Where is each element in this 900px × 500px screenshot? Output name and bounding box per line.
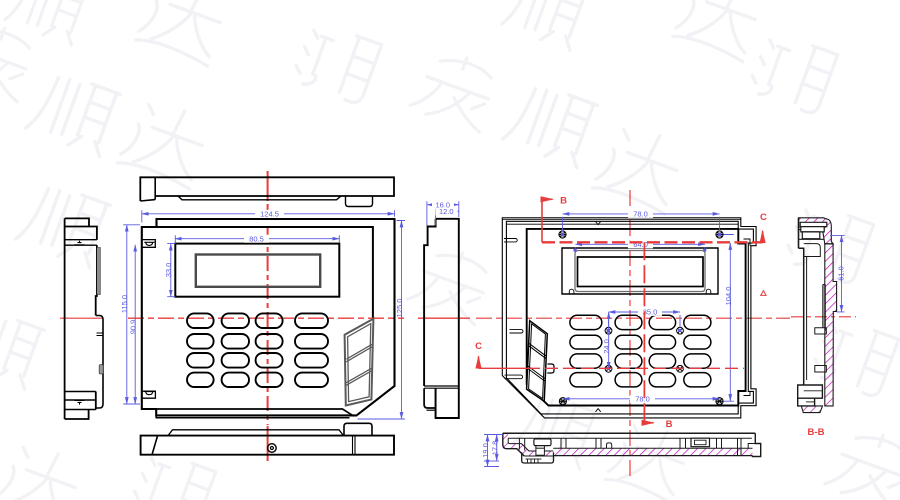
svg-text:124.5: 124.5 xyxy=(260,209,279,218)
svg-text:115.0: 115.0 xyxy=(120,295,129,313)
svg-text:C: C xyxy=(475,341,482,352)
svg-text:B: B xyxy=(666,419,673,430)
svg-text:80.5: 80.5 xyxy=(249,234,264,243)
svg-text:61.0: 61.0 xyxy=(836,266,845,281)
svg-text:B-B: B-B xyxy=(808,427,825,438)
svg-text:78.0: 78.0 xyxy=(635,395,650,404)
svg-text:B: B xyxy=(560,195,567,206)
svg-text:17.8: 17.8 xyxy=(490,441,499,456)
svg-text:35.0: 35.0 xyxy=(643,308,658,317)
svg-text:16.0: 16.0 xyxy=(435,200,450,209)
svg-text:12.0: 12.0 xyxy=(439,207,454,216)
svg-text:64.0: 64.0 xyxy=(633,240,648,249)
svg-text:78.0: 78.0 xyxy=(633,210,648,219)
svg-text:104.0: 104.0 xyxy=(724,287,733,306)
svg-text:19.0: 19.0 xyxy=(481,443,490,458)
svg-text:C: C xyxy=(760,212,767,223)
svg-text:24.0: 24.0 xyxy=(602,339,611,354)
svg-text:33.0: 33.0 xyxy=(164,263,173,278)
svg-text:90.9: 90.9 xyxy=(129,320,138,335)
svg-text:125.0: 125.0 xyxy=(395,299,404,318)
